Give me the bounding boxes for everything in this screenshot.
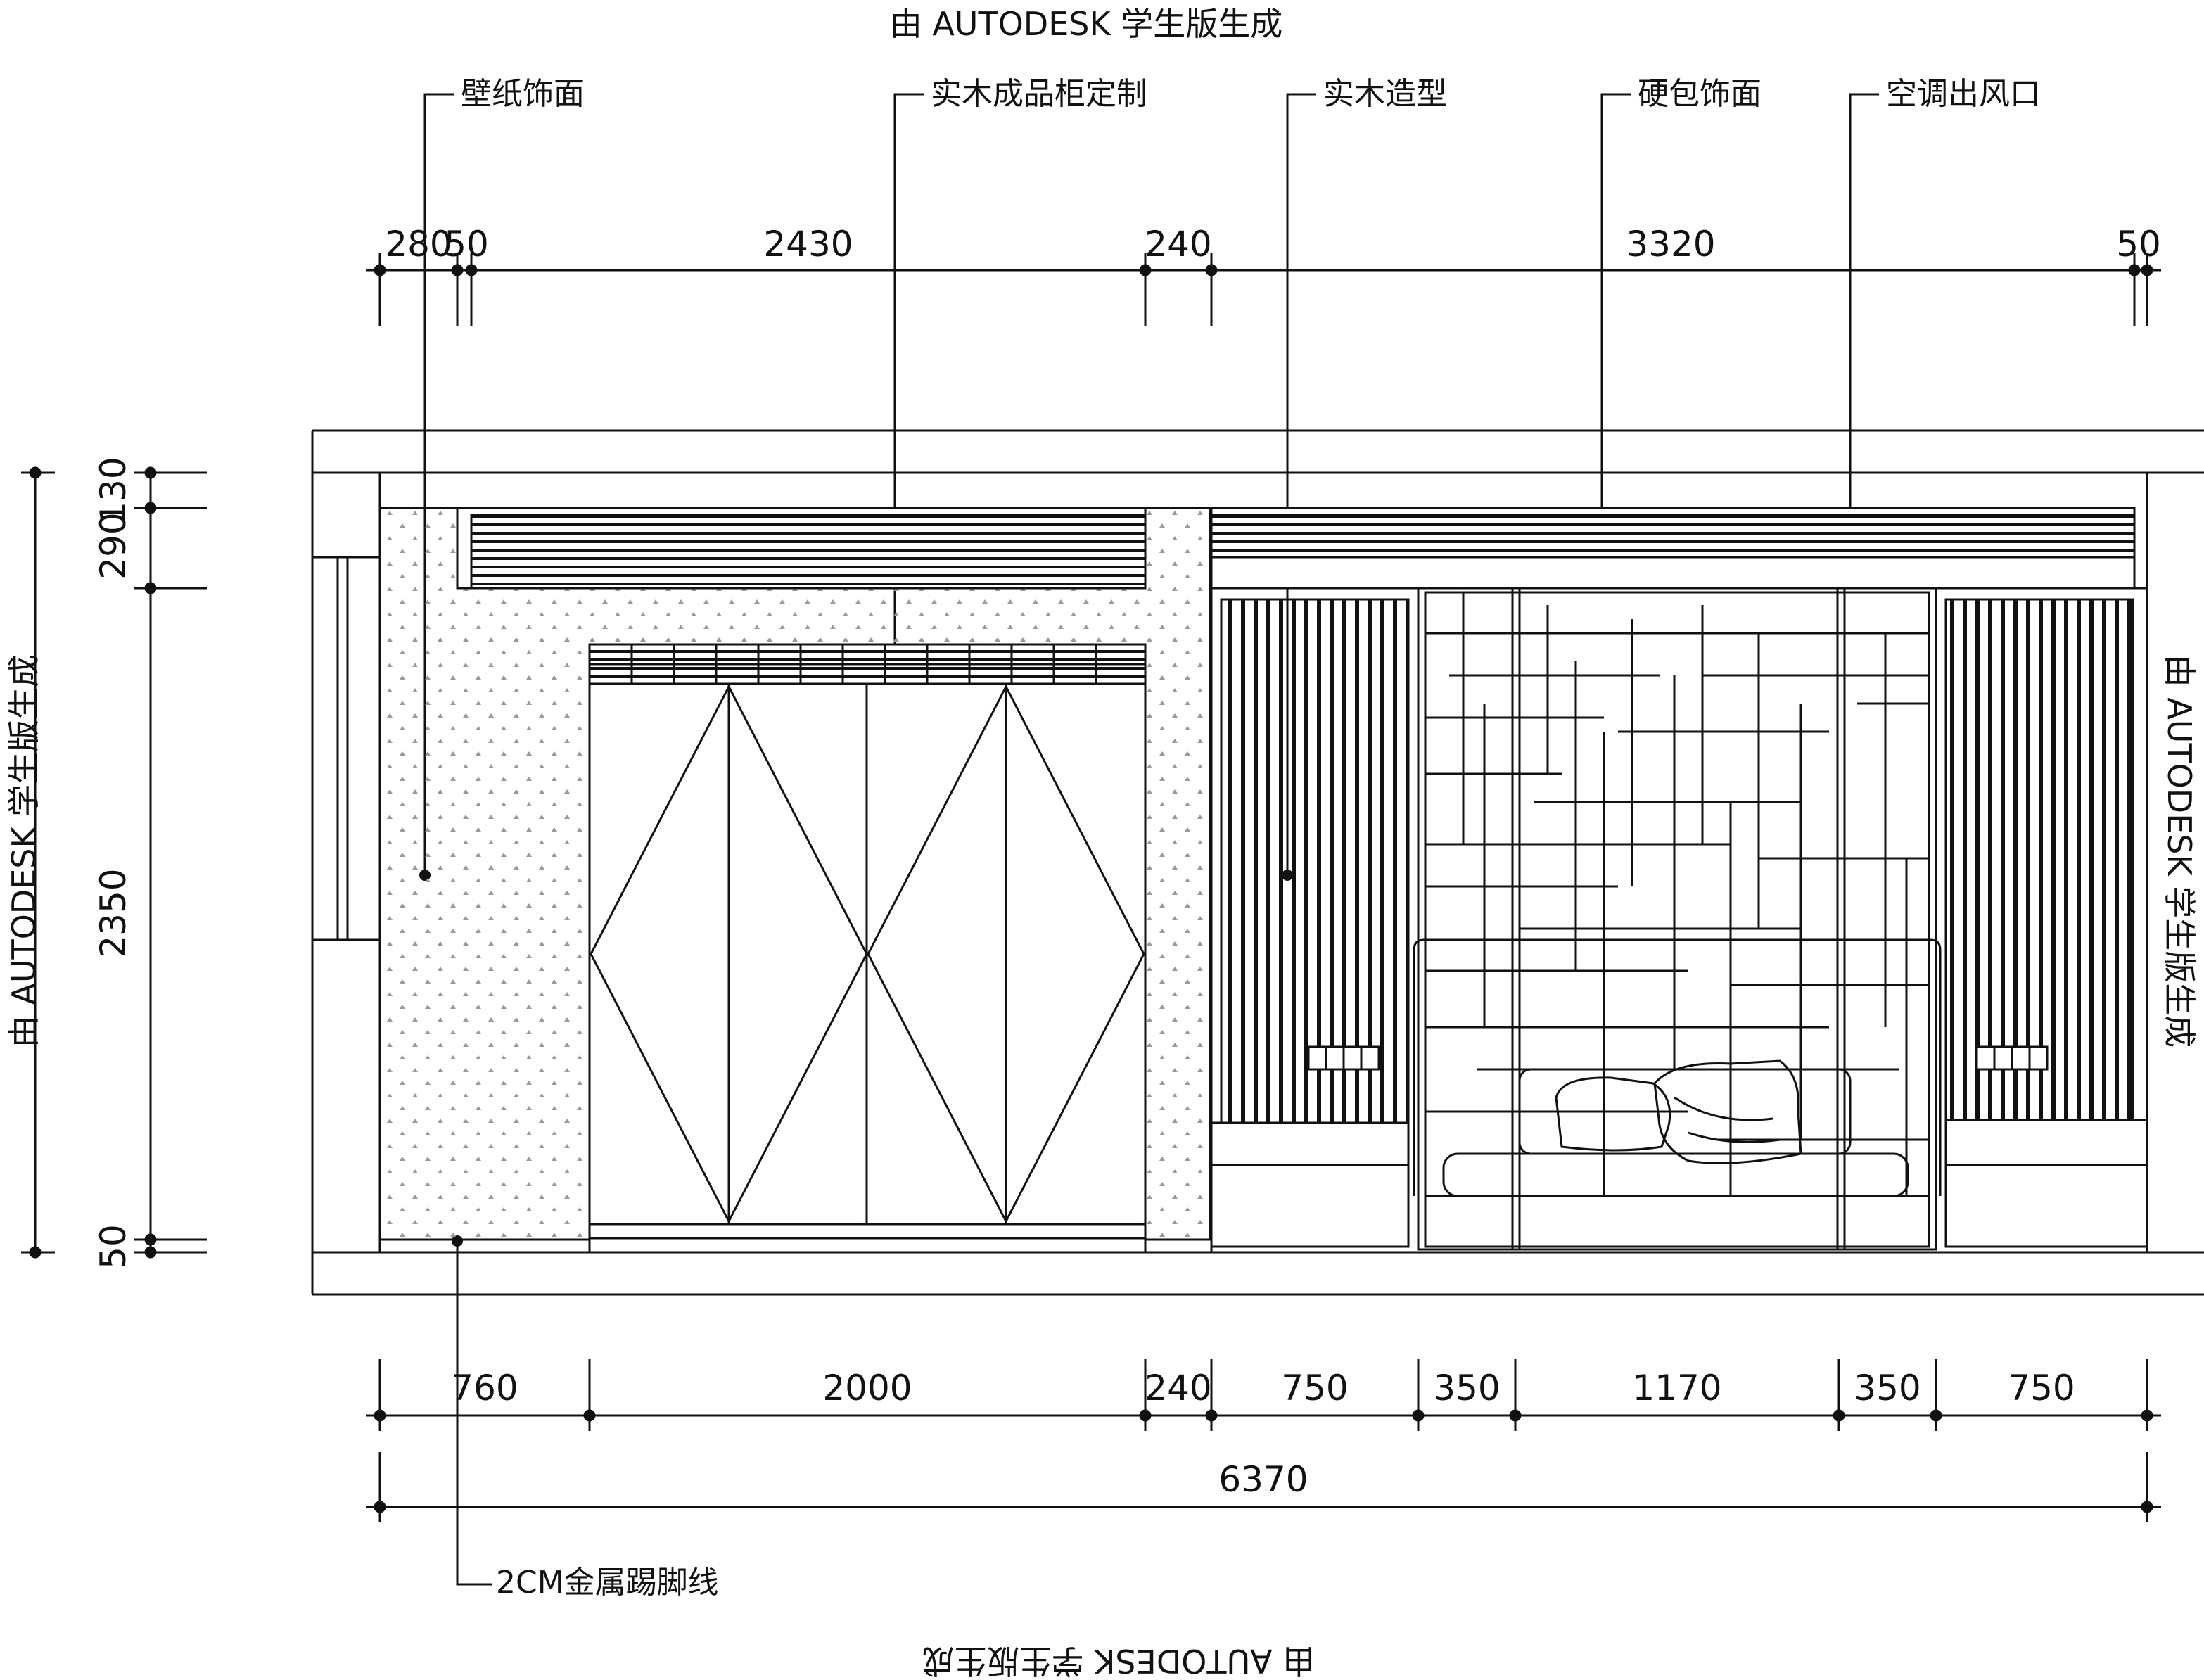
left-dim-290: 290	[93, 512, 134, 579]
hardpack-panel	[1417, 587, 1937, 1251]
bottom-dim-750-left: 750	[1281, 1368, 1348, 1408]
left-jamb	[312, 556, 380, 941]
left-dim-50: 50	[93, 1224, 134, 1269]
left-dimension-chain	[21, 466, 207, 1259]
nightstand-left	[1210, 1121, 1410, 1248]
bottom-dim-2000: 2000	[822, 1368, 912, 1408]
wardrobe	[588, 643, 1147, 1254]
watermark-bottom: 由 AUTODESK 学生版生成	[922, 1642, 1316, 1680]
bed	[1413, 938, 1942, 1197]
socket-right	[1975, 1045, 2049, 1071]
bottom-dim-750-right: 750	[2008, 1368, 2075, 1408]
top-dim-3320: 3320	[1626, 224, 1715, 265]
callout-label-vent: 空调出风口	[1886, 76, 2041, 112]
top-dim-280: 280	[385, 224, 452, 265]
ceiling-louvre-right	[1210, 507, 2136, 590]
top-dimension-chain	[366, 253, 2161, 326]
bottom-dim-240: 240	[1145, 1368, 1211, 1408]
left-dim-130: 130	[93, 457, 134, 523]
top-dim-50-left: 50	[444, 224, 489, 265]
bottom-dim-760: 760	[451, 1368, 518, 1408]
callout-leader-skirting	[456, 1241, 492, 1586]
bottom-dimension-chain	[366, 1359, 2161, 1522]
top-dim-2430: 2430	[763, 224, 853, 265]
callout-leader-vent	[1849, 93, 1879, 545]
callout-label-hardpack: 硬包饰面	[1638, 76, 1762, 112]
bottom-dim-350-left: 350	[1433, 1368, 1500, 1408]
top-dim-50-right: 50	[2116, 224, 2161, 265]
bottom-dim-350-right: 350	[1854, 1368, 1920, 1408]
callout-label-wallpaper: 壁纸饰面	[461, 76, 585, 112]
left-dim-2350: 2350	[93, 868, 134, 957]
wardrobe-doors	[590, 684, 1145, 1240]
total-width-dim: 6370	[1218, 1459, 1308, 1500]
callout-label-skirting: 2CM金属踢脚线	[496, 1565, 719, 1601]
callout-label-cabinet: 实木成品柜定制	[931, 76, 1147, 112]
watermark-left: 由 AUTODESK 学生版生成	[5, 655, 43, 1048]
callout-label-wood: 实木造型	[1323, 76, 1447, 112]
upper-cabinet-left	[456, 507, 1147, 590]
watermark-right: 由 AUTODESK 学生版生成	[2160, 655, 2198, 1048]
bottom-dim-1170: 1170	[1632, 1368, 1721, 1408]
socket-left	[1307, 1045, 1380, 1071]
wardrobe-lattice	[590, 644, 1145, 684]
nightstand-right	[1944, 1119, 2148, 1248]
watermark-top: 由 AUTODESK 学生版生成	[890, 5, 1283, 43]
top-dim-240: 240	[1145, 224, 1211, 265]
